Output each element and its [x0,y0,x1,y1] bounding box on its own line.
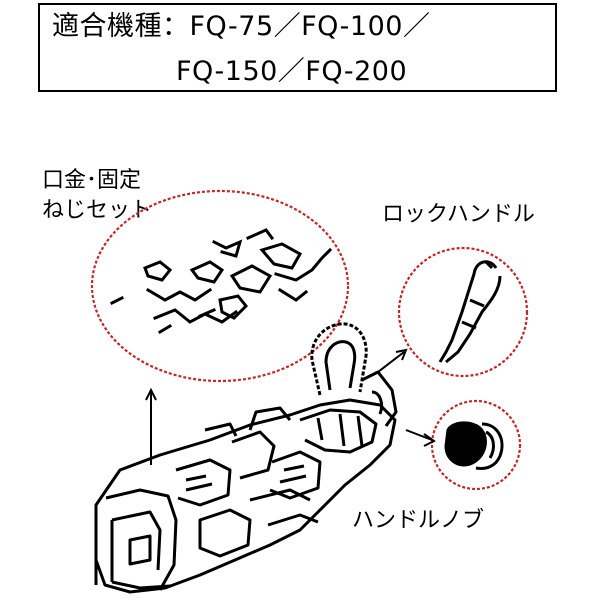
compatible-models-box [38,3,557,92]
vise-body-icon [94,322,398,594]
mouthpiece-set-label-line1: 口金･固定 [42,168,142,193]
screw-set-icon [109,228,333,335]
lock-handle-label: ロックハンドル [382,202,535,227]
lock-handle-icon [438,260,502,364]
mouthpiece-set-label-line2: ねじセット [42,198,153,223]
compatible-models-line2: FQ-150／FQ-200 [176,56,408,87]
mouthpiece-set-highlight-circle [90,189,350,383]
lock-handle-highlight-circle [397,246,529,378]
handle-knob-highlight-circle [430,399,522,491]
leader-arrows [145,348,436,465]
handle-knob-label: ハンドルノブ [352,508,485,533]
handle-knob-icon [444,421,504,470]
compatible-models-line1: 適合機種：FQ-75／FQ-100／ [52,11,431,42]
